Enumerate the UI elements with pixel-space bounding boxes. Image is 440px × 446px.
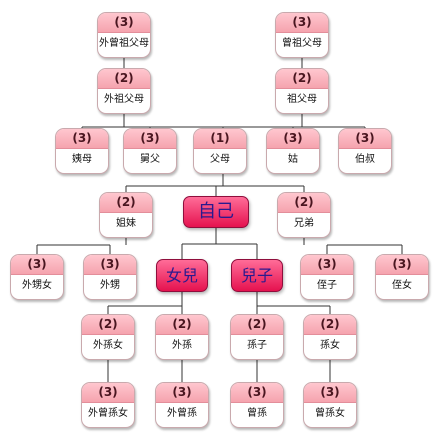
degree-label: (3) xyxy=(276,13,328,33)
node-wai-zeng-zu-fu-mu: (3) 外曾祖父母 xyxy=(97,12,151,58)
node-sun-zi: (2) 孫子 xyxy=(230,314,284,360)
relation-label: 外曾祖父母 xyxy=(99,38,149,49)
node-zeng-sun-nv: (3) 曾孫女 xyxy=(303,382,357,428)
son-label: 兒子 xyxy=(240,266,273,285)
degree-label: (3) xyxy=(376,255,428,275)
degree-label: (1) xyxy=(194,129,246,149)
degree-label: (3) xyxy=(84,255,136,275)
relation-label: 兄弟 xyxy=(294,218,314,229)
relation-label: 伯叔 xyxy=(355,154,375,165)
relation-label: 姐妹 xyxy=(116,218,136,229)
degree-label: (2) xyxy=(304,315,356,335)
degree-label: (3) xyxy=(231,383,283,403)
node-wai-zeng-sun-nv: (3) 外曾孫女 xyxy=(81,382,135,428)
node-gu: (3) 姑 xyxy=(266,128,320,174)
relation-label: 曾孫女 xyxy=(315,408,345,419)
relation-label: 侄女 xyxy=(392,280,412,291)
relation-label: 姨母 xyxy=(72,154,92,165)
degree-label: (3) xyxy=(156,383,208,403)
node-zhi-nv: (3) 侄女 xyxy=(375,254,429,300)
node-sun-nv: (2) 孫女 xyxy=(303,314,357,360)
node-zeng-sun: (3) 曾孫 xyxy=(230,382,284,428)
node-yi-mu: (3) 姨母 xyxy=(55,128,109,174)
node-zhi-zi: (3) 侄子 xyxy=(300,254,354,300)
relation-label: 外曾孫女 xyxy=(88,408,128,419)
relation-label: 外甥女 xyxy=(22,280,52,291)
degree-label: (2) xyxy=(82,315,134,335)
node-bo-shu: (3) 伯叔 xyxy=(338,128,392,174)
relation-label: 外甥 xyxy=(100,280,120,291)
node-wai-sheng: (3) 外甥 xyxy=(83,254,137,300)
son-node: 兒子 xyxy=(231,259,283,292)
degree-label: (3) xyxy=(304,383,356,403)
node-wai-sun-nv: (2) 外孫女 xyxy=(81,314,135,360)
node-wai-sheng-nv: (3) 外甥女 xyxy=(10,254,64,300)
node-fu-mu: (1) 父母 xyxy=(193,128,247,174)
degree-label: (3) xyxy=(339,129,391,149)
relation-label: 外曾孫 xyxy=(167,408,197,419)
relation-label: 舅父 xyxy=(140,154,160,165)
self-node: 自己 xyxy=(183,196,249,228)
degree-label: (3) xyxy=(56,129,108,149)
relation-label: 外祖父母 xyxy=(104,94,144,105)
node-wai-zu-fu-mu: (2) 外祖父母 xyxy=(97,68,151,114)
relation-label: 祖父母 xyxy=(287,94,317,105)
degree-label: (2) xyxy=(231,315,283,335)
degree-label: (3) xyxy=(11,255,63,275)
degree-label: (2) xyxy=(98,69,150,89)
self-label: 自己 xyxy=(198,201,234,222)
node-wai-sun: (2) 外孫 xyxy=(155,314,209,360)
degree-label: (2) xyxy=(276,69,328,89)
node-zu-fu-mu: (2) 祖父母 xyxy=(275,68,329,114)
degree-label: (3) xyxy=(98,13,150,33)
degree-label: (3) xyxy=(124,129,176,149)
daughter-node: 女兒 xyxy=(156,259,208,292)
relation-label: 外孫女 xyxy=(93,340,123,351)
relation-label: 侄子 xyxy=(317,280,337,291)
relation-label: 曾孫 xyxy=(247,408,267,419)
node-zeng-zu-fu-mu: (3) 曾祖父母 xyxy=(275,12,329,58)
relation-label: 外孫 xyxy=(172,340,192,351)
daughter-label: 女兒 xyxy=(165,266,198,285)
relation-label: 孫子 xyxy=(247,340,267,351)
degree-label: (2) xyxy=(156,315,208,335)
relation-label: 孫女 xyxy=(320,340,340,351)
degree-label: (2) xyxy=(278,193,330,213)
relation-label: 父母 xyxy=(210,154,230,165)
node-wai-zeng-sun: (3) 外曾孫 xyxy=(155,382,209,428)
node-jie-mei: (2) 姐妹 xyxy=(99,192,153,238)
node-xiong-di: (2) 兄弟 xyxy=(277,192,331,238)
degree-label: (3) xyxy=(301,255,353,275)
relation-label: 曾祖父母 xyxy=(282,38,322,49)
degree-label: (2) xyxy=(100,193,152,213)
degree-label: (3) xyxy=(267,129,319,149)
relation-label: 姑 xyxy=(288,154,298,165)
degree-label: (3) xyxy=(82,383,134,403)
node-jiu-fu: (3) 舅父 xyxy=(123,128,177,174)
